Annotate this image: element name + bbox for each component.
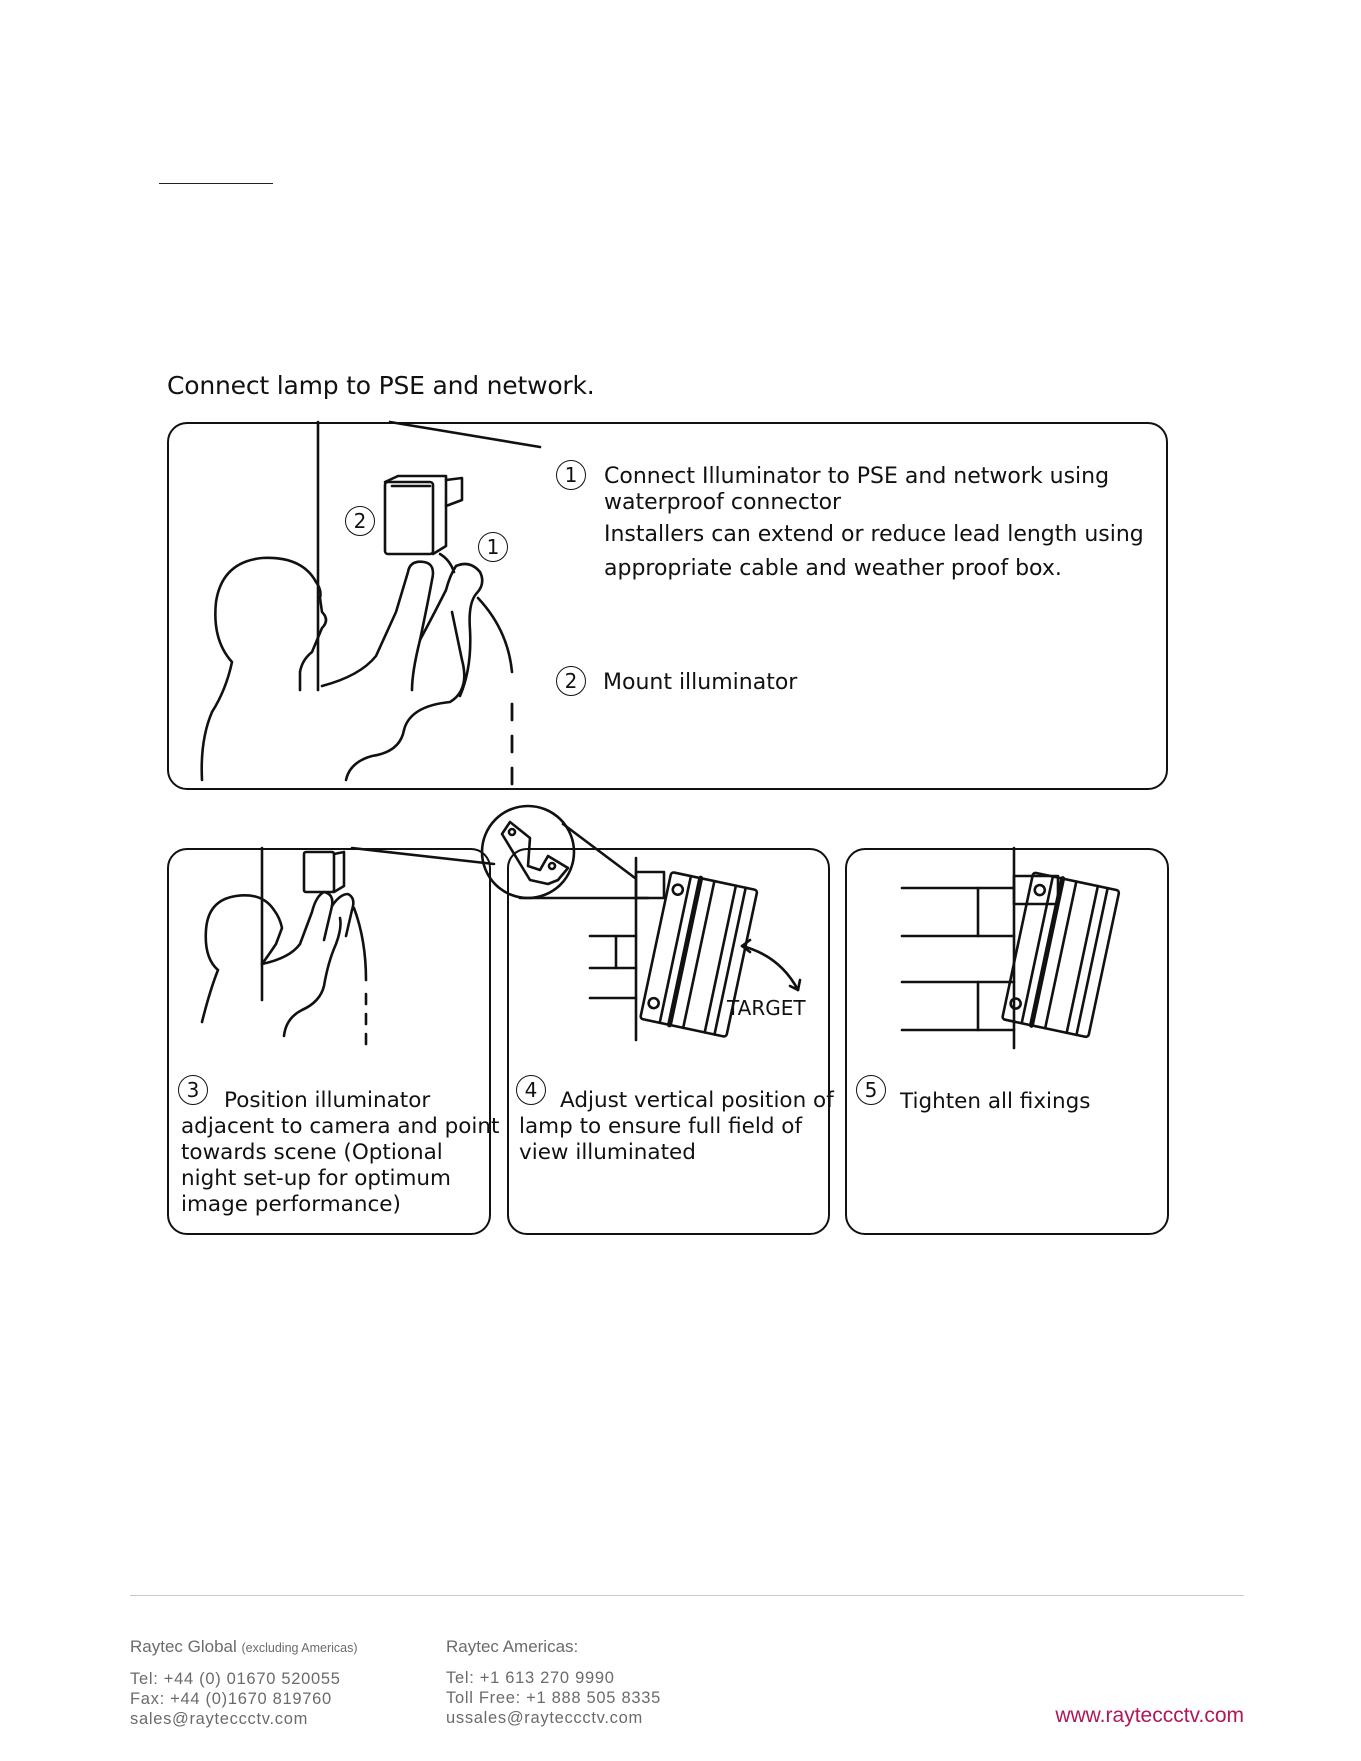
callout-number: 1 (478, 532, 508, 562)
company-name: Raytec Global (130, 1637, 237, 1656)
step-3-line: adjacent to camera and point (181, 1114, 500, 1139)
step-3-line: Position illuminator (224, 1088, 431, 1113)
step-3-number: 3 (178, 1075, 208, 1105)
step-2-text: Mount illuminator (603, 670, 798, 695)
step-number: 5 (856, 1075, 886, 1105)
callout-number: 2 (345, 506, 375, 536)
step-number: 4 (516, 1075, 546, 1105)
step-1-number: 1 (556, 460, 586, 490)
callout-2: 2 (345, 506, 375, 536)
step-1-line: Installers can extend or reduce lead len… (604, 522, 1144, 547)
website-link[interactable]: www.rayteccctv.com (1055, 1704, 1244, 1727)
step-1-line: Connect Illuminator to PSE and network u… (604, 464, 1110, 489)
step-3-line: towards scene (Optional (181, 1140, 443, 1165)
step-3-line: image performance) (181, 1192, 401, 1217)
step-4-line: lamp to ensure full field of (519, 1114, 803, 1139)
step-number: 3 (178, 1075, 208, 1105)
footer-global-contact: Raytec Global (excluding Americas) Tel: … (130, 1636, 358, 1729)
step-1-line: waterproof connector (604, 490, 842, 515)
page-heading: Connect lamp to PSE and network. (167, 371, 595, 400)
tollfree-number: Toll Free: +1 888 505 8335 (446, 1689, 661, 1707)
step-5-panel (845, 848, 1169, 1235)
email-address[interactable]: sales@rayteccctv.com (130, 1710, 309, 1728)
email-address[interactable]: ussales@rayteccctv.com (446, 1709, 643, 1727)
step-4-text: Adjust vertical position of lamp to ensu… (519, 1088, 834, 1166)
step-3-line: night set-up for optimum (181, 1166, 451, 1191)
step-4-number: 4 (516, 1075, 546, 1105)
footer-americas-contact: Raytec Americas: Tel: +1 613 270 9990 To… (446, 1636, 661, 1728)
step-5-text: Tighten all fixings (900, 1089, 1091, 1114)
fax-number: Fax: +44 (0)1670 819760 (130, 1690, 332, 1708)
step-1-text: Connect Illuminator to PSE and network u… (604, 464, 1144, 582)
phone-number: Tel: +1 613 270 9990 (446, 1669, 615, 1687)
target-label: TARGET (727, 996, 806, 1020)
step-number: 2 (556, 666, 586, 696)
step-4-line: view illuminated (519, 1140, 696, 1165)
step-4-panel (507, 848, 830, 1235)
footer-global-heading: Raytec Global (excluding Americas) (130, 1636, 358, 1659)
callout-1: 1 (478, 532, 508, 562)
step-number: 1 (556, 460, 586, 490)
top-rule (159, 183, 273, 184)
phone-number: Tel: +44 (0) 01670 520055 (130, 1670, 341, 1688)
company-name: Raytec Americas: (446, 1637, 579, 1656)
step-4-line: Adjust vertical position of (560, 1088, 834, 1113)
step-5-number: 5 (856, 1075, 886, 1105)
step-2-number: 2 (556, 666, 586, 696)
footer-rule (130, 1595, 1244, 1596)
step-3-text: Position illuminator adjacent to camera … (181, 1088, 499, 1218)
step-1-line: appropriate cable and weather proof box. (604, 556, 1062, 581)
company-qualifier: (excluding Americas) (241, 1641, 358, 1655)
